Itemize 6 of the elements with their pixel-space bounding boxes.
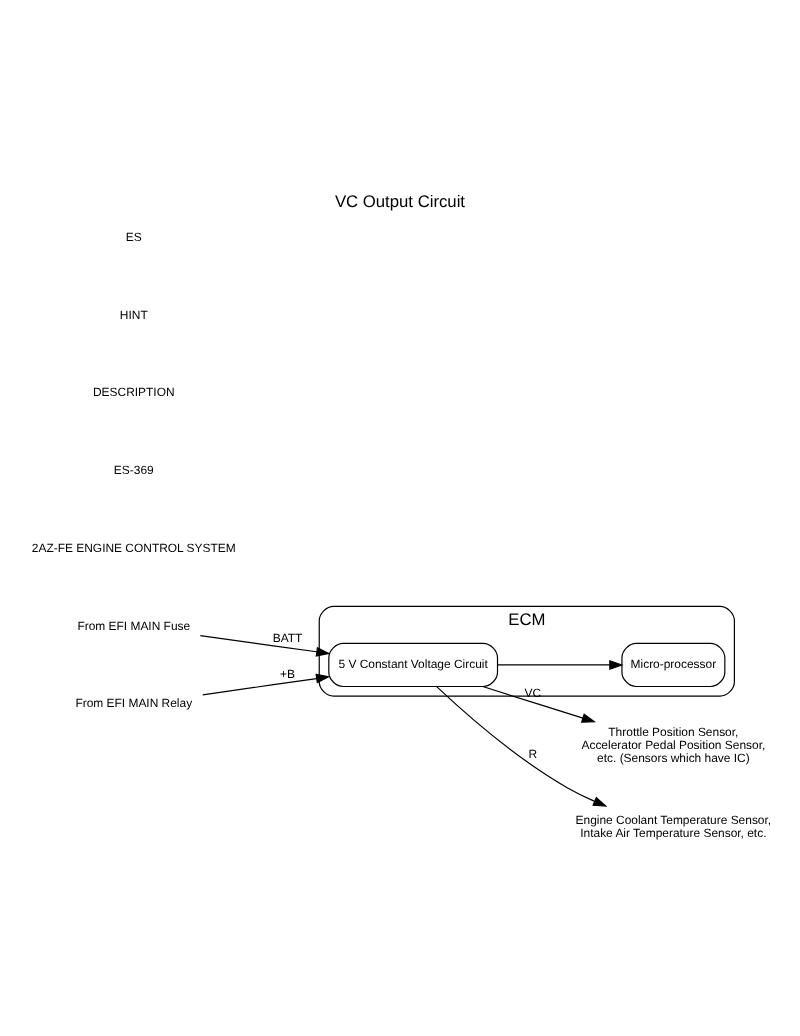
arrow (497, 658, 624, 669)
arrow (436, 685, 608, 806)
arrow (482, 684, 597, 722)
arrow (199, 634, 331, 656)
diagram-title: VC Output Circuit (334, 189, 466, 210)
arrow (202, 672, 331, 695)
